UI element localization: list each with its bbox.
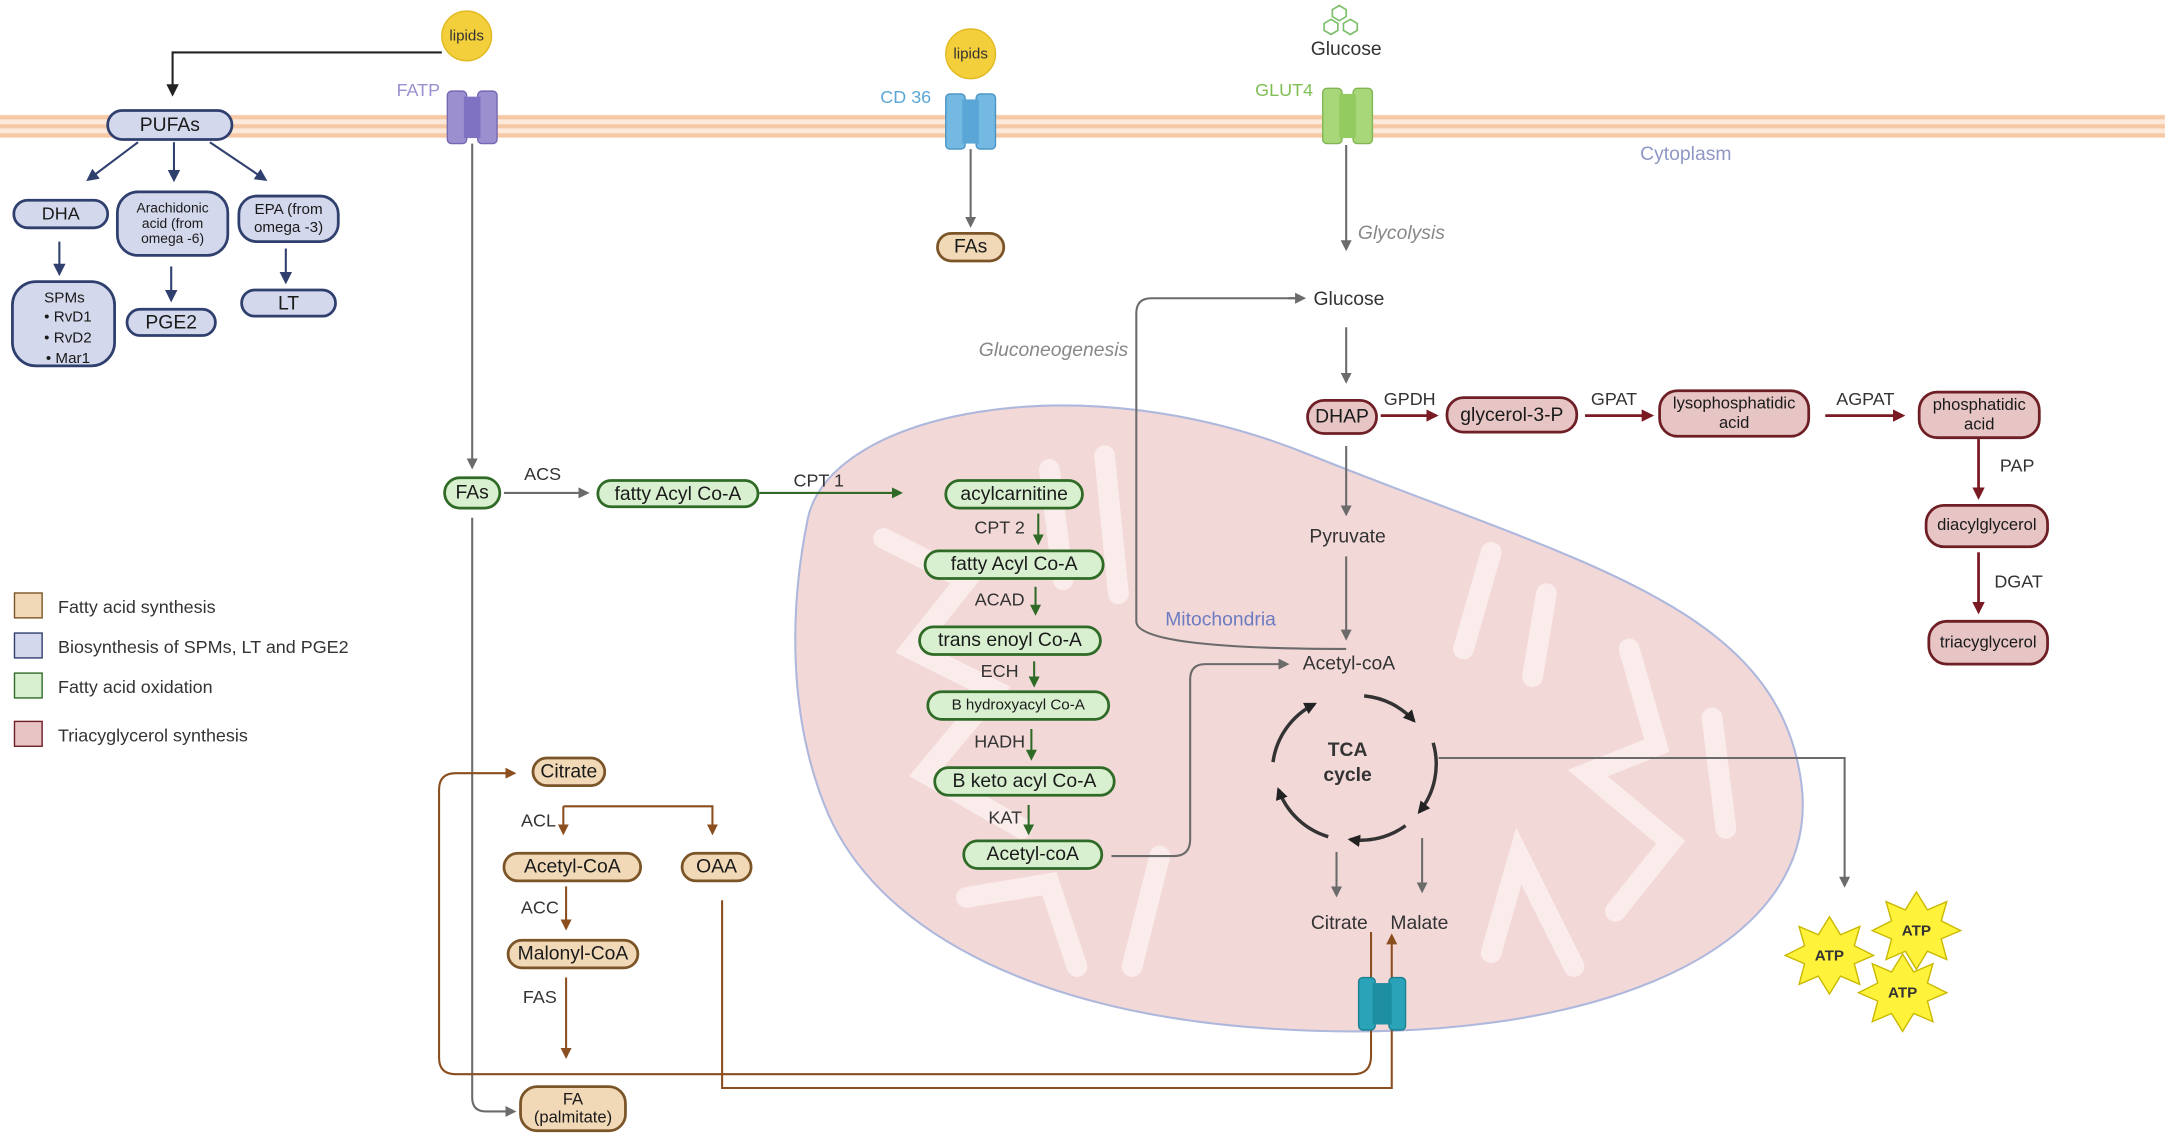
b-hydroxyacyl-node: B hydroxyacyl Co-A	[926, 690, 1111, 721]
plasma-membrane	[0, 114, 2165, 139]
ech-enzyme-label: ECH	[980, 660, 1019, 682]
phosphatidic-node: phosphatidic acid	[1917, 390, 2041, 440]
spms-list: • RvD1 • RvD2 • Mar1	[44, 308, 92, 370]
atp-burst-2	[1870, 890, 1963, 971]
lt-node: LT	[240, 288, 337, 318]
glycolysis-label: Glycolysis	[1357, 220, 1445, 244]
legend-swatch	[13, 632, 43, 659]
acetyl-coa-label: Acetyl-coA	[1302, 651, 1396, 674]
lipids-drop-1	[441, 10, 493, 62]
cpt1-enzyme-label: CPT 1	[793, 470, 845, 491]
atp-burst-1	[1783, 915, 1876, 996]
fatty-acyl-coa-node-1: fatty Acyl Co-A	[596, 479, 760, 509]
malate-label: Malate	[1390, 911, 1449, 934]
acylcarnitine-node: acylcarnitine	[944, 479, 1084, 510]
lipids-label-1: lipids	[449, 28, 484, 45]
glut4-label: GLUT4	[1255, 79, 1313, 101]
spms-item: • RvD2	[44, 329, 92, 347]
atp-burst-3	[1856, 952, 1949, 1033]
malonyl-coa-node: Malonyl-CoA	[506, 938, 640, 970]
lysophosphatidic-node: lysophosphatidic acid	[1658, 389, 1811, 438]
acetyl-coa-cyto-node: Acetyl-CoA	[502, 851, 643, 883]
pap-enzyme-label: PAP	[1999, 454, 2035, 476]
tca-cycle-label: TCA cycle	[1323, 737, 1372, 785]
atp-label-2: ATP	[1901, 922, 1932, 940]
lipids-label-2: lipids	[953, 46, 988, 63]
legend-label: Biosynthesis of SPMs, LT and PGE2	[57, 636, 349, 658]
spms-node: SPMs • RvD1 • RvD2 • Mar1	[11, 280, 116, 370]
gpat-enzyme-label: GPAT	[1590, 388, 1638, 410]
fatty-acyl-coa-node-2: fatty Acyl Co-A	[923, 549, 1105, 580]
dha-node: DHA	[12, 198, 110, 230]
glucose-label: Glucose	[1313, 287, 1385, 310]
pufa-arrows	[53, 141, 293, 303]
pge2-node: PGE2	[125, 307, 217, 337]
kat-enzyme-label: KAT	[988, 807, 1022, 828]
legend-swatch	[13, 720, 43, 747]
legend-label: Fatty acid oxidation	[57, 676, 213, 698]
acc-enzyme-label: ACC	[520, 896, 559, 918]
oxidation-arrows	[759, 487, 1044, 836]
cytoplasm-label: Cytoplasm	[1640, 142, 1732, 165]
pyruvate-label: Pyruvate	[1309, 524, 1386, 547]
dgat-enzyme-label: DGAT	[1994, 570, 2043, 592]
mito-carrier	[1357, 976, 1407, 1031]
acetyl-coa-ox-node: Acetyl-coA	[962, 839, 1104, 870]
diacylglycerol-node: diacylglycerol	[1924, 503, 2049, 549]
cd36-fas-node: FAs	[936, 231, 1006, 263]
epa-node: EPA (from omega -3)	[237, 194, 340, 244]
atp-label-1: ATP	[1814, 947, 1845, 965]
gpdh-enzyme-label: GPDH	[1383, 388, 1436, 410]
fas-enzyme-label: FAS	[522, 986, 557, 1008]
legend-swatch	[13, 672, 43, 699]
grey-arrows	[466, 143, 1851, 1117]
oaa-node: OAA	[680, 851, 753, 883]
legend-label: Fatty acid synthesis	[57, 596, 216, 618]
hadh-enzyme-label: HADH	[974, 731, 1026, 752]
legend-label: Triacyglycerol synthesis	[57, 724, 248, 746]
cd36-transporter	[945, 93, 997, 150]
spms-item: • RvD1	[44, 309, 92, 326]
glucose-input-label: Glucose	[1310, 37, 1382, 60]
lipids-to-pufas-arrow	[166, 51, 442, 97]
cpt2-enzyme-label: CPT 2	[974, 517, 1025, 538]
agpat-enzyme-label: AGPAT	[1836, 388, 1895, 410]
acl-enzyme-label: ACL	[521, 809, 556, 831]
arachidonic-node: Arachidonic acid (from omega -6)	[115, 190, 230, 257]
acs-enzyme-label: ACS	[524, 463, 562, 484]
spms-title: SPMs	[44, 289, 85, 307]
fatp-label: FATP	[396, 79, 441, 101]
lipids-drop-2	[945, 28, 997, 80]
legend-swatch	[13, 592, 43, 619]
tca-cycle-arrows	[1271, 694, 1438, 847]
dhap-node: DHAP	[1306, 399, 1378, 435]
glycerol3p-node: glycerol-3-P	[1445, 396, 1579, 434]
pufas-node: PUFAs	[106, 109, 234, 141]
triacylglycerol-node: triacyglycerol	[1927, 619, 2049, 666]
citrate-cyto-node: Citrate	[531, 756, 607, 787]
glut4-transporter	[1322, 87, 1374, 145]
mitochondria-label: Mitochondria	[1165, 607, 1276, 630]
gluconeogenesis-label: Gluconeogenesis	[978, 338, 1129, 361]
citrate-mito-label: Citrate	[1310, 911, 1368, 934]
glucose-icon	[1323, 4, 1359, 36]
tag-arrows	[1380, 409, 1985, 615]
b-keto-node: B keto acyl Co-A	[933, 766, 1116, 797]
fatp-transporter	[446, 90, 498, 145]
trans-enoyl-node: trans enoyl Co-A	[918, 625, 1102, 656]
acad-enzyme-label: ACAD	[974, 588, 1025, 610]
fas-node: FAs	[443, 476, 502, 510]
spms-item: • Mar1	[45, 350, 91, 368]
fa-palmitate-node: FA (palmitate)	[519, 1085, 627, 1133]
atp-label-3: ATP	[1887, 985, 1918, 1002]
cd36-label: CD 36	[880, 86, 932, 108]
